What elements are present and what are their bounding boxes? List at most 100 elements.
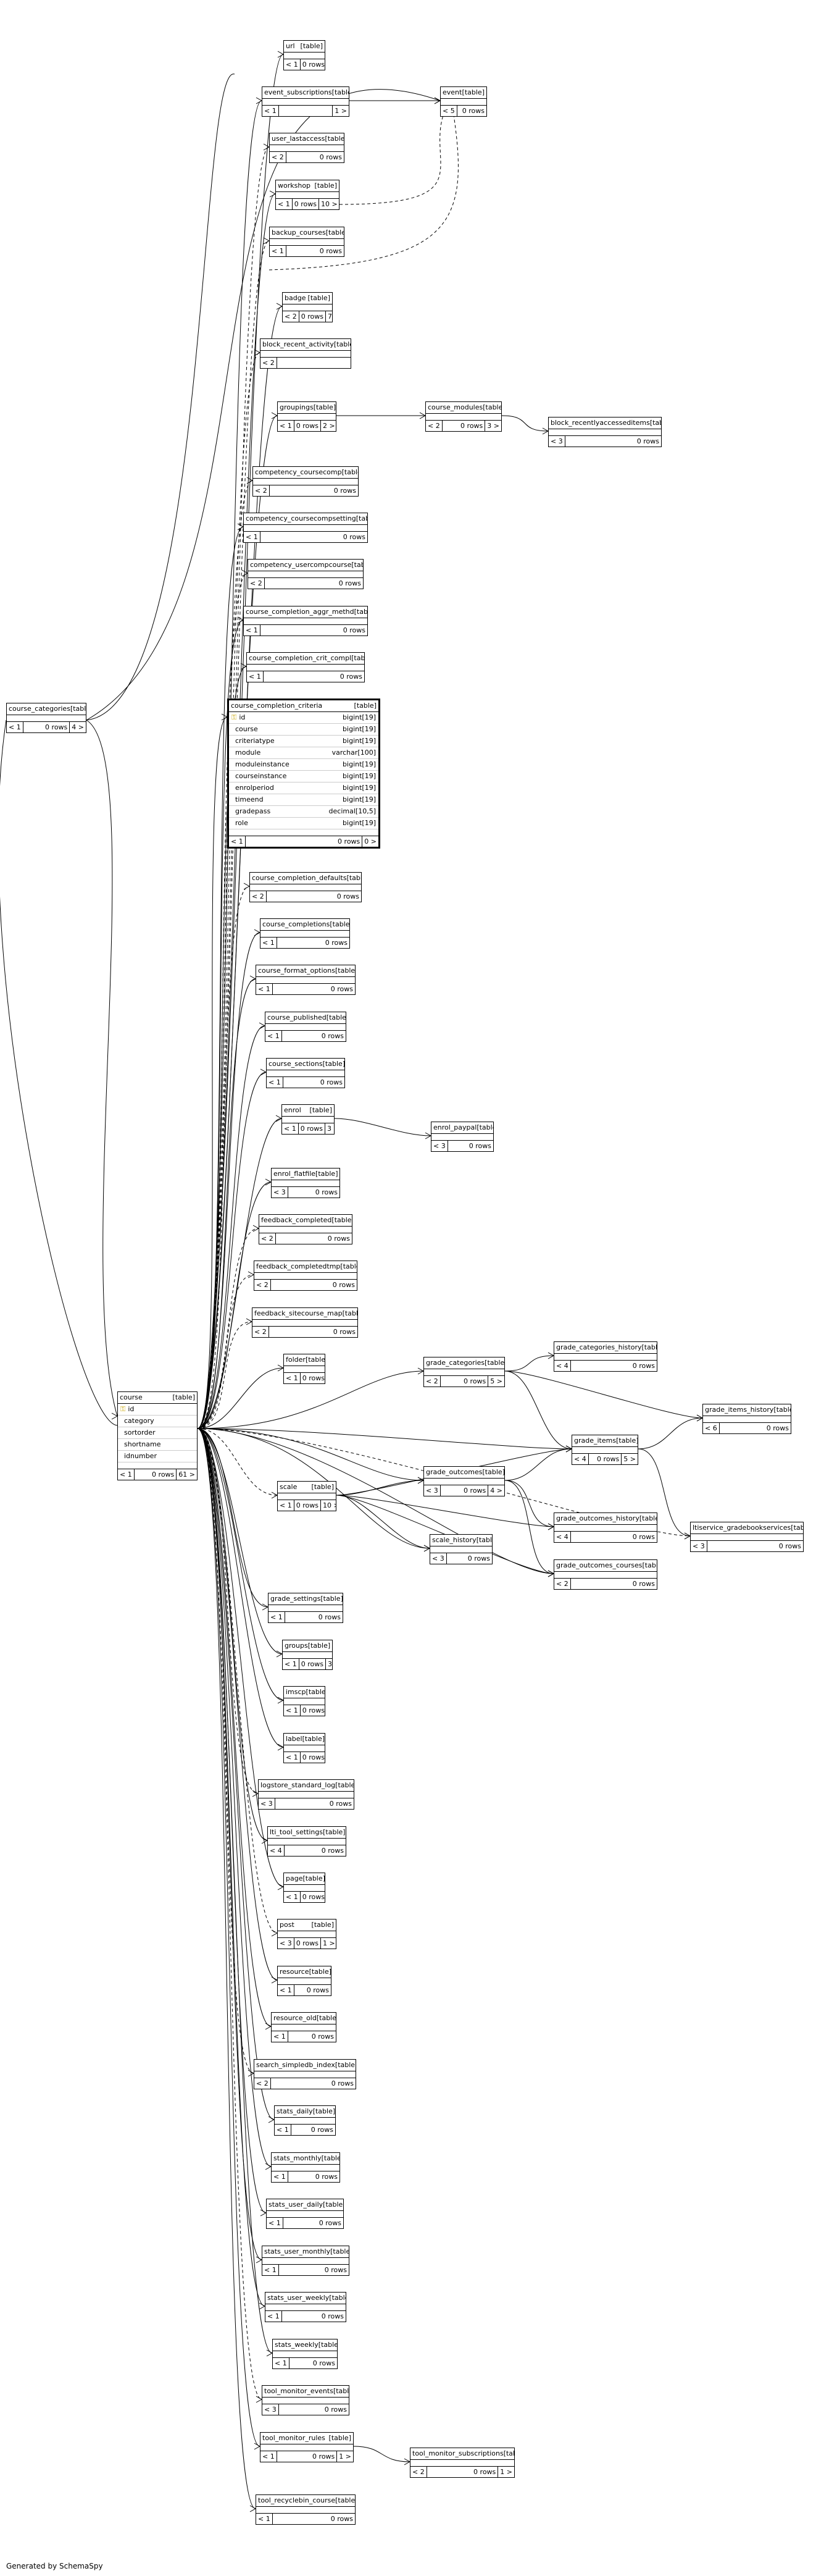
parent-count: < 1: [265, 2311, 282, 2322]
table-course-completions[interactable]: course_completions[table]< 10 rows: [260, 918, 350, 949]
child-count: 1 >: [336, 2451, 353, 2462]
child-count: 0 >: [362, 836, 378, 847]
table-grade-categories-history[interactable]: grade_categories_history[table]< 40 rows: [554, 1341, 657, 1372]
table-stats-user-monthly[interactable]: stats_user_monthly[table]< 10 rows: [262, 2246, 349, 2276]
table-stats-user-weekly[interactable]: stats_user_weekly[table]< 10 rows: [265, 2292, 346, 2322]
parent-count: < 1: [284, 1705, 301, 1716]
table-name: course_completion_aggr_methd: [246, 608, 354, 616]
column-area: [259, 1227, 352, 1233]
table-tag: [table]: [323, 1828, 346, 1836]
table-ltiservice-gradebookservices[interactable]: ltiservice_gradebookservices[table]< 30 …: [690, 1522, 804, 1552]
table-name: url: [286, 42, 295, 50]
relationship-line: [197, 1428, 262, 2400]
relationship-line: [197, 932, 260, 1429]
column-name: timeend: [235, 795, 264, 803]
parent-count: < 2: [424, 1376, 441, 1387]
table-competency-coursecompsetting[interactable]: competency_coursecompsetting[table]< 10 …: [243, 513, 368, 543]
table-stats-weekly[interactable]: stats_weekly[table]< 10 rows: [272, 2339, 338, 2369]
table-tag: [table]: [616, 1437, 638, 1445]
table-enrol-paypal[interactable]: enrol_paypal[table]< 30 rows: [431, 1122, 494, 1152]
table-scale-history[interactable]: scale_history[table]< 30 rows: [430, 1534, 493, 1564]
table-backup-courses[interactable]: backup_courses[table]< 10 rows: [269, 227, 344, 257]
table-imscp[interactable]: imscp[table]< 10 rows: [283, 1686, 325, 1716]
table-header: scale[table]: [278, 1482, 336, 1493]
row-count: 0 rows: [312, 2359, 335, 2367]
table-name: backup_courses: [272, 229, 326, 237]
table-resource-old[interactable]: resource_old[table]< 10 rows: [271, 2012, 336, 2042]
table-name: grade_categories: [426, 1359, 485, 1367]
table-course-completion-defaults[interactable]: course_completion_defaults[table]< 20 ro…: [249, 872, 362, 902]
table-course-completion-crit-compl[interactable]: course_completion_crit_compl[table]< 10 …: [246, 652, 365, 682]
table-tag: [table]: [302, 1735, 325, 1743]
table-folder[interactable]: folder[table]< 10 rows: [283, 1354, 325, 1384]
table-grade-items-history[interactable]: grade_items_history[table]< 60 rows: [702, 1404, 791, 1434]
table-tag: [table]: [335, 967, 355, 975]
table-grade-outcomes-history[interactable]: grade_outcomes_history[table]< 40 rows: [554, 1512, 657, 1543]
table-feedback-completedtmp[interactable]: feedback_completedtmp[table]< 20 rows: [254, 1261, 357, 1291]
table-name: event: [443, 88, 462, 96]
table-block-recent-activity[interactable]: block_recent_activity[table]< 2: [260, 338, 351, 369]
table-name: ltiservice_gradebookservices: [693, 1524, 791, 1532]
table-tool-monitor-events[interactable]: tool_monitor_events[table]< 30 rows: [262, 2385, 349, 2415]
table-header: post[table]: [278, 1919, 336, 1931]
table-name: enrol_paypal: [433, 1123, 477, 1131]
table-feedback-completed[interactable]: feedback_completed[table]< 20 rows: [259, 1214, 352, 1244]
table-stats-monthly[interactable]: stats_monthly[table]< 10 rows: [271, 2152, 340, 2183]
table-name: course_sections: [269, 1060, 323, 1068]
table-user-lastaccess[interactable]: user_lastaccess[table]< 20 rows: [269, 133, 344, 163]
table-course-published[interactable]: course_published[table]< 10 rows: [265, 1012, 346, 1042]
table-grade-outcomes-courses[interactable]: grade_outcomes_courses[table]< 20 rows: [554, 1559, 657, 1590]
table-competency-coursecomp[interactable]: competency_coursecomp[table]< 20 rows: [252, 466, 359, 497]
table-course-completion-aggr-methd[interactable]: course_completion_aggr_methd[table]< 10 …: [243, 606, 368, 636]
table-block-recentlyaccesseditems[interactable]: block_recentlyaccesseditems[table]< 30 r…: [548, 417, 662, 447]
table-course-format-options[interactable]: course_format_options[table]< 10 rows: [256, 965, 356, 995]
relationship-line: [353, 2446, 410, 2462]
table-feedback-sitecourse-map[interactable]: feedback_sitecourse_map[table]< 20 rows: [252, 1307, 358, 1338]
table-tool-recyclebin-course[interactable]: tool_recyclebin_course[table]< 10 rows: [256, 2494, 356, 2525]
table-event-subscriptions[interactable]: event_subscriptions[table]< 11 >: [262, 86, 349, 117]
relationship-line: [501, 415, 549, 432]
parent-count: < 3: [259, 1798, 275, 1809]
column-row: category: [118, 1416, 197, 1427]
table-logstore-standard-log[interactable]: logstore_standard_log[table]< 30 rows: [258, 1779, 354, 1810]
table-competency-usercompcourse[interactable]: competency_usercompcourse[table]< 20 row…: [248, 559, 364, 589]
table-name: grade_outcomes: [426, 1468, 483, 1476]
table-tool-monitor-subscriptions[interactable]: tool_monitor_subscriptions[table]< 20 ro…: [410, 2448, 515, 2478]
column-area: [284, 52, 325, 59]
